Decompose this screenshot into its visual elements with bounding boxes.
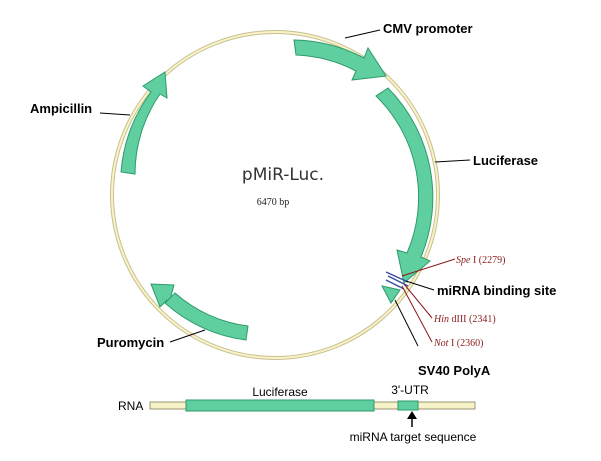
rna-cds-label: Luciferase [252,385,308,399]
cmv-leader-line [344,29,381,39]
luciferase-arrow [375,87,434,284]
ampicillin-leader-line [99,112,131,116]
spe-position: I (2279) [470,255,505,266]
hind-leader-line [403,283,433,319]
ampicillin-label: Ampicillin [30,101,92,116]
luciferase-label: Luciferase [473,153,538,168]
rna-luciferase-cds [185,399,375,412]
puromycin-label: Puromycin [97,335,164,350]
mirna-site-leader-line [405,280,435,291]
hind-enzyme: Hin [433,314,449,325]
sv40-leader-line [394,299,419,347]
plasmid-name: pMiR-Luc. [242,165,324,185]
rna-utr-label: 3'-UTR [391,383,429,397]
rna-schematic: RNA Luciferase 3'-UTR miRNA target seque… [118,383,477,444]
plasmid-size: 6470 bp [257,197,290,208]
sv40-polya-label: SV40 PolyA [418,363,491,378]
not-enzyme: Not [433,338,449,349]
mirna-binding-site-label: miRNA binding site [437,283,556,298]
rna-target-label: miRNA target sequence [350,430,477,444]
target-arrow-head [407,411,417,419]
spe-leader-line [401,258,456,277]
sv40-polya-arrow [381,285,401,304]
luciferase-leader-line [434,159,471,163]
not-leader-line [401,285,433,343]
not-position: I (2360) [448,338,483,349]
not-site-label: Not I (2360) [433,338,483,349]
spe-enzyme: Spe [456,255,471,266]
hind-site-label: Hin dIII (2341) [433,314,496,325]
cmv-promoter-label: CMV promoter [383,21,473,36]
cmv-promoter-arrow [293,39,387,81]
spe-site-label: Spe I (2279) [456,255,505,266]
rna-target-sequence-block [397,400,419,411]
puromycin-arrow-body [164,292,249,341]
ampicillin-arrow [120,71,168,175]
rna-label: RNA [118,399,143,413]
hind-position: dIII (2341) [449,314,496,325]
puromycin-leader-line [169,329,206,343]
plasmid-backbone-inner [111,31,439,359]
